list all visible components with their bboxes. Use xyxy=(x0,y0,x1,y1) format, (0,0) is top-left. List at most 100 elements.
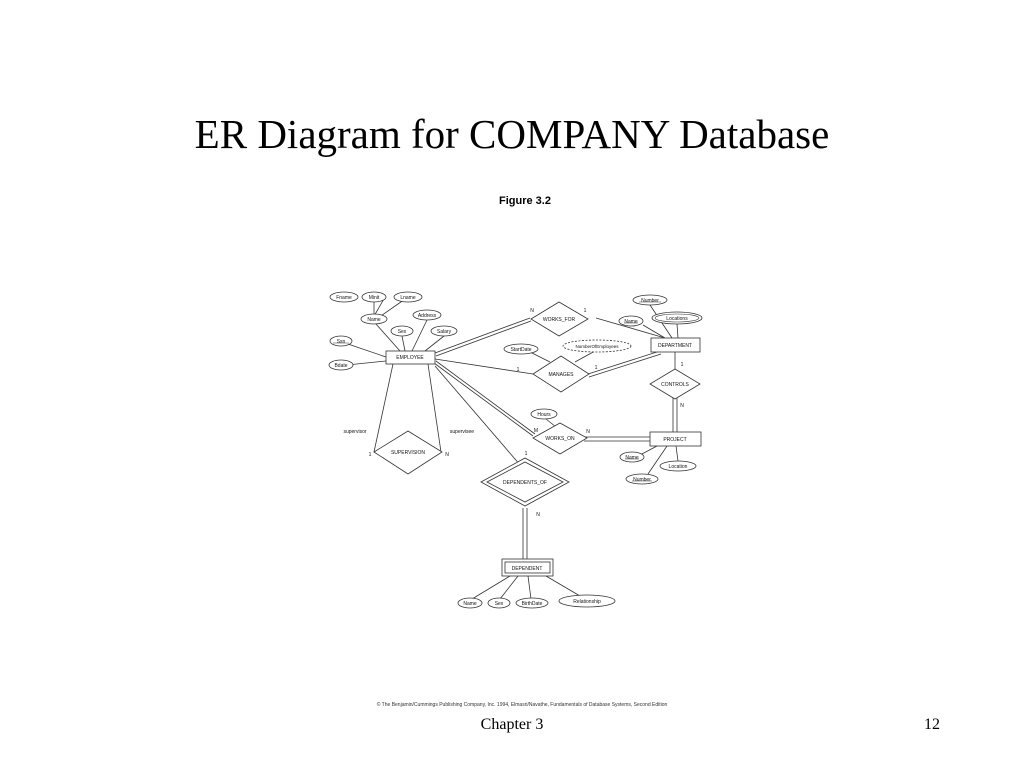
rel-dependentsof-inner-shape xyxy=(486,461,564,503)
attr-proj-number-shape xyxy=(625,473,659,485)
attr-startdate-label: StartDate xyxy=(510,347,531,353)
attr-hours-shape xyxy=(530,408,558,420)
attr-dep-sex-shape xyxy=(487,597,511,609)
attr-fname-shape xyxy=(329,291,359,303)
entity-project-label: PROJECT xyxy=(663,437,686,443)
card-worksfor-1: 1 xyxy=(584,308,587,314)
edge-birthdate-dependent xyxy=(527,575,532,600)
edge-locations-department xyxy=(676,323,679,339)
attr-dep-sex-label: Sex xyxy=(495,601,504,607)
edge-employee-workson-2 xyxy=(435,360,536,435)
figure-label: Figure 3.2 xyxy=(499,195,551,207)
role-supervisee-label: supervisee xyxy=(450,429,474,435)
attr-minit-label: Minit xyxy=(369,295,380,301)
attr-bdate-shape xyxy=(328,359,354,371)
edge-startdate-manages xyxy=(529,351,551,363)
attr-numberofemployees-shape xyxy=(562,339,632,353)
entity-project-shape xyxy=(649,431,702,447)
attr-sex-label: Sex xyxy=(398,329,407,335)
footer-chapter: Chapter 3 xyxy=(480,716,544,733)
attr-salary-shape xyxy=(430,325,458,337)
edge-projname-project xyxy=(639,445,658,456)
rel-workson-label: WORKS_ON xyxy=(545,436,575,442)
card-manages-1a: 1 xyxy=(517,367,520,373)
entity-dependent-label: DEPENDENT xyxy=(512,566,543,572)
edge-depname-dependent xyxy=(471,575,511,600)
card-controls-1: 1 xyxy=(681,362,684,368)
attr-locations-inner-shape xyxy=(654,313,700,323)
rel-manages-shape xyxy=(532,355,590,393)
attr-locations-label: Locations xyxy=(666,316,688,322)
edge-location-project xyxy=(675,445,679,462)
entity-employee-shape xyxy=(385,350,436,365)
edge-employee-worksfor-2 xyxy=(435,320,532,357)
edge-employee-supervision-right xyxy=(427,363,442,453)
edge-deptname-department xyxy=(642,324,666,339)
card-dependentsof-1: 1 xyxy=(525,451,528,457)
edge-address-employee xyxy=(411,319,428,352)
edge-employee-manages xyxy=(434,358,534,375)
edge-worksfor-department xyxy=(595,317,666,339)
card-workson-n: N xyxy=(586,429,590,435)
rel-workson-shape xyxy=(532,422,588,455)
card-worksfor-n: N xyxy=(530,308,534,314)
rel-worksfor-label: WORKS_FOR xyxy=(543,317,576,323)
rel-worksfor-shape xyxy=(530,301,589,337)
attr-dept-number-label: Number xyxy=(641,298,659,304)
edge-relationship-dependent xyxy=(545,575,581,597)
copyright-notice: © The Benjamin/Cummings Publishing Compa… xyxy=(376,702,668,708)
card-supervision-1: 1 xyxy=(369,452,372,458)
edge-employee-supervision-left xyxy=(373,363,394,453)
edge-salary-employee xyxy=(424,335,445,352)
attr-name-shape xyxy=(360,313,388,325)
attr-ssn-shape xyxy=(329,335,353,347)
attr-name-label: Name xyxy=(367,317,381,323)
attr-birthdate-shape xyxy=(515,597,549,609)
rel-controls-label: CONTROLS xyxy=(661,382,689,388)
attr-numberofemployees-label: NumberOfEmployees xyxy=(575,344,619,349)
attr-dept-number-shape xyxy=(632,294,668,306)
card-manages-1b: 1 xyxy=(595,365,598,371)
attr-address-shape xyxy=(412,309,442,321)
rel-controls-shape xyxy=(649,368,701,400)
edge-bdate-employee xyxy=(346,360,387,366)
entity-department-label: DEPARTMENT xyxy=(658,343,692,349)
entity-department-shape xyxy=(650,337,701,353)
edge-employee-worksfor xyxy=(434,317,531,354)
card-workson-m: M xyxy=(534,428,538,434)
attr-ssn-label: Ssn xyxy=(337,339,346,345)
attr-proj-name-label: Name xyxy=(625,455,639,461)
entity-employee-label: EMPLOYEE xyxy=(396,355,424,361)
rel-supervision-shape xyxy=(373,430,443,475)
attr-dep-name-label: Name xyxy=(463,601,477,607)
edge-employee-dependentsof xyxy=(434,365,522,467)
edge-ssn-employee xyxy=(347,343,387,358)
edge-name-employee xyxy=(375,323,401,352)
attr-fname-label: Fname xyxy=(336,295,352,301)
edge-manages-department xyxy=(587,350,661,375)
attr-bdate-label: Bdate xyxy=(334,363,347,369)
edge-employee-workson xyxy=(433,362,534,437)
attr-minit-shape xyxy=(361,291,387,303)
attr-proj-location-shape xyxy=(659,460,697,472)
card-supervision-n: N xyxy=(445,452,449,458)
slide-title: ER Diagram for COMPANY Database xyxy=(194,111,830,157)
edge-depsex-dependent xyxy=(499,575,519,600)
attr-startdate-shape xyxy=(503,343,539,355)
edge-hours-workson xyxy=(545,418,557,428)
attr-dept-name-shape xyxy=(618,315,644,327)
rel-dependentsof-label: DEPENDENTS_OF xyxy=(503,480,547,486)
card-controls-n: N xyxy=(680,403,684,409)
footer-page-number: 12 xyxy=(924,716,940,733)
attr-proj-number-label: Number xyxy=(633,477,651,483)
attr-salary-label: Salary xyxy=(437,329,452,335)
entity-dependent-inner-shape xyxy=(504,561,551,574)
attr-sex-shape xyxy=(390,325,414,337)
attr-hours-label: Hours xyxy=(537,412,551,418)
card-dependentsof-n: N xyxy=(536,512,540,518)
attr-relationship-shape xyxy=(558,594,616,608)
rel-supervision-label: SUPERVISION xyxy=(391,450,425,456)
attr-relationship-label: Relationship xyxy=(573,599,601,605)
attr-address-label: Address xyxy=(418,313,437,319)
